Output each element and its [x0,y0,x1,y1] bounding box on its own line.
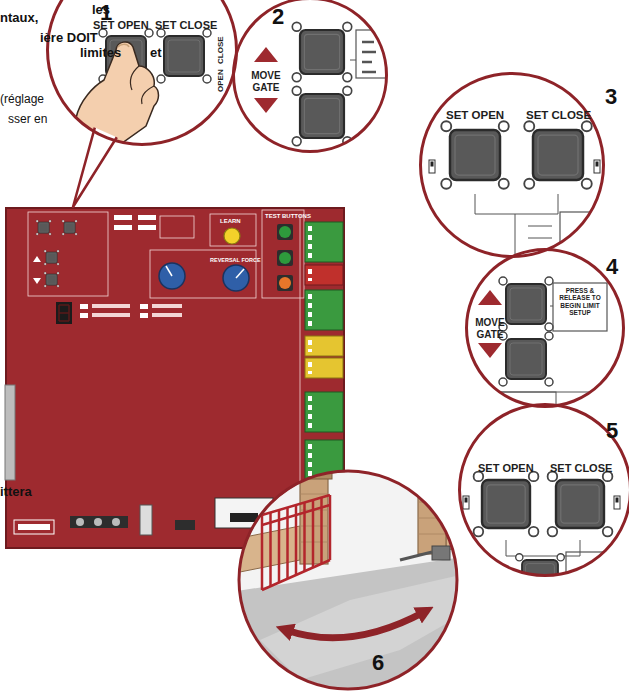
switch-label: CLOSE [216,36,225,64]
zoom-circle: MOVE GATE [232,0,388,153]
board-label: LEARN [220,218,241,225]
zoom-circle: SET OPEN SET CLOSE [458,403,629,577]
button-label: SET OPEN [446,109,504,122]
button-label: MOVE GATE [468,317,512,341]
callout-number: 3 [605,84,617,110]
button-label: SET CLOSE [550,462,612,475]
text-fragment: et [150,45,162,60]
callout-number: 6 [372,650,384,676]
callout-number: 4 [606,254,618,280]
zoom-detail [467,250,623,406]
board-label: REVERSAL FORCE [210,257,261,263]
zoom-detail [460,405,629,602]
callout-number: 2 [272,4,284,30]
text-fragment: limites [80,45,121,60]
text-fragment: sser en [8,112,47,126]
button-label: SET OPEN [478,462,534,475]
instruction-box: PRESS & RELEASE TO BEGIN LIMIT SETUP [555,287,605,317]
zoom-circle: MOVE GATE PRESS & RELEASE TO BEGIN LIMIT … [465,248,625,408]
button-label: MOVE GATE [243,70,289,94]
text-fragment: ntaux, [0,10,38,25]
zoom-detail [421,74,612,262]
text-fragment: (réglage [0,92,44,106]
zoom-circle: SET OPEN SET CLOSE [419,72,605,258]
text-fragment: ittera [0,484,32,499]
callout-tail [73,128,117,207]
callout-number: 5 [606,418,618,444]
button-label: SET CLOSE [155,19,217,32]
gate-scene [230,463,472,693]
text-fragment: ière DOIT [40,30,98,45]
switch-label: OPEN [216,69,225,92]
zoom-detail [48,0,236,150]
text-fragment: les [92,2,110,17]
zoom-detail [234,0,406,151]
button-label: SET CLOSE [526,109,591,122]
zoom-circle: SET OPENSET CLOSECLOSEOPEN [46,0,238,146]
